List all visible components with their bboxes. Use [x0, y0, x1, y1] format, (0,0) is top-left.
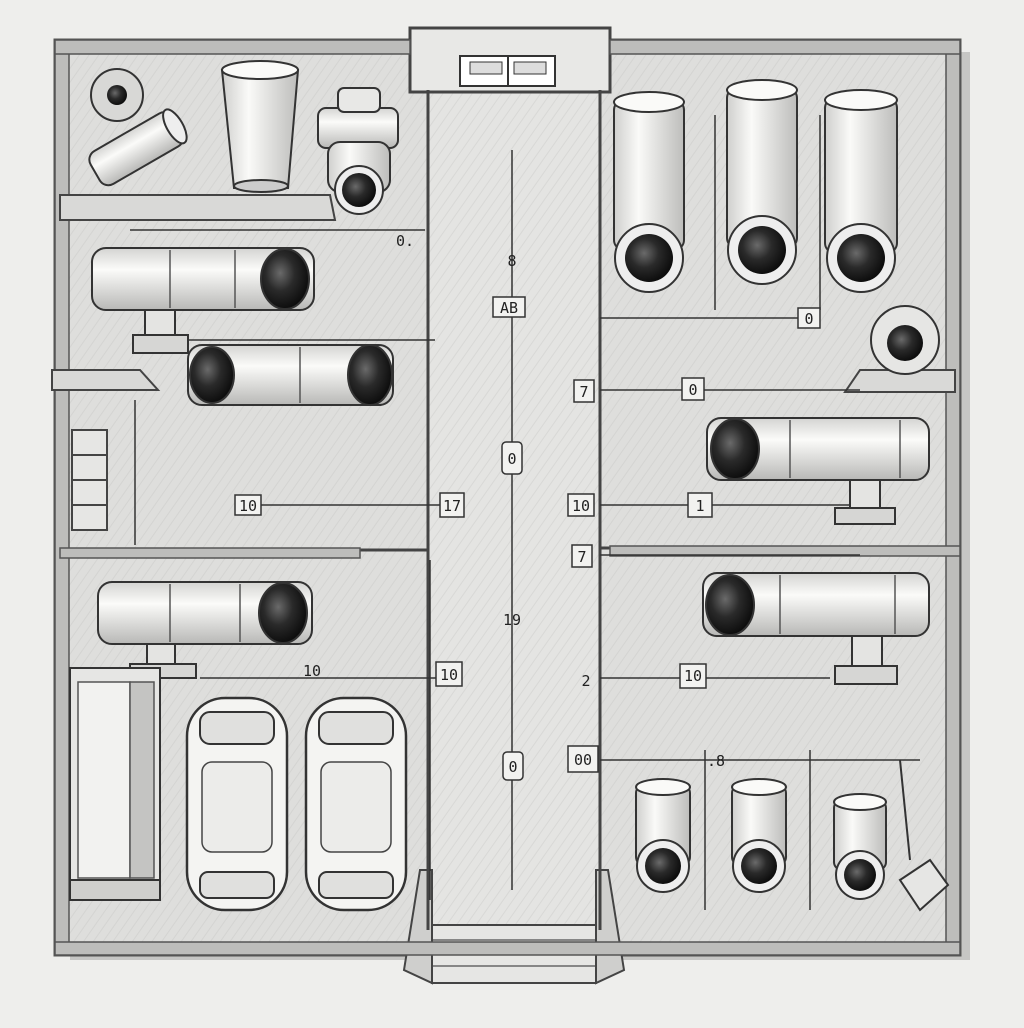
- shelf-top-left: [59, 194, 337, 221]
- label-mr-1: 1: [695, 497, 704, 515]
- cylinder-camera-br-1: [635, 778, 691, 893]
- label-ml-17: 17: [443, 497, 461, 515]
- cylinder-camera-br-3: [833, 793, 887, 900]
- storage-cabinet: [69, 667, 161, 901]
- label-corridor-ab: AB: [500, 299, 518, 317]
- cup-sensor: [220, 60, 300, 193]
- label-mr-7: 7: [577, 548, 586, 566]
- car-left: [185, 696, 289, 912]
- label-tr-0: 0: [688, 381, 697, 399]
- shelf-right-ledge: [843, 369, 956, 393]
- wall-lamp: [898, 759, 950, 912]
- label-tl-shelf: 0.: [396, 232, 414, 250]
- label-br-10: 10: [684, 667, 702, 685]
- bullet-camera-top-left: [88, 68, 188, 187]
- label-corridor-mid: 0: [507, 450, 516, 468]
- dimension-lines: [130, 115, 920, 910]
- label-br-00: 00: [574, 751, 592, 769]
- wall-thickness: [54, 39, 961, 956]
- shelf-left-ledge: [51, 369, 161, 391]
- car-right: [304, 696, 408, 912]
- cylinder-camera-tr-2: [726, 79, 798, 285]
- label-corridor-top: 8: [507, 252, 516, 270]
- dome-camera-tr: [870, 305, 940, 375]
- ptz-camera: [317, 87, 399, 215]
- bullet-camera-bottom-right: [702, 572, 930, 685]
- labels: 8 AB 0 19 0 0. 0 7 0 10 17 10 1 7 10 10 …: [234, 232, 821, 781]
- label-tr-ceiling: 0: [804, 310, 813, 328]
- label-ml-10: 10: [239, 497, 257, 515]
- entrance-pane-right: [513, 61, 547, 75]
- cylinder-camera-tr-1: [613, 91, 685, 293]
- label-garage-10: 10: [303, 662, 321, 680]
- bullet-camera-middle-left-1: [91, 247, 315, 354]
- label-mr-10: 10: [572, 497, 590, 515]
- entrance-pane-left: [469, 61, 503, 75]
- label-corridor-19: 19: [503, 611, 521, 629]
- corridor-hatching: [428, 90, 600, 955]
- wall-ladder: [71, 429, 108, 531]
- label-corridor-low: 0: [508, 758, 517, 776]
- cylinder-camera-br-2: [731, 778, 787, 893]
- label-br-8: .8: [707, 752, 725, 770]
- label-tr-7: 7: [579, 383, 588, 401]
- label-garage-10b: 10: [440, 666, 458, 684]
- label-br-2: 2: [581, 672, 590, 690]
- bullet-camera-middle-right: [706, 417, 930, 525]
- cylinder-camera-tr-3: [824, 89, 898, 293]
- bullet-camera-middle-left-2: [187, 344, 394, 406]
